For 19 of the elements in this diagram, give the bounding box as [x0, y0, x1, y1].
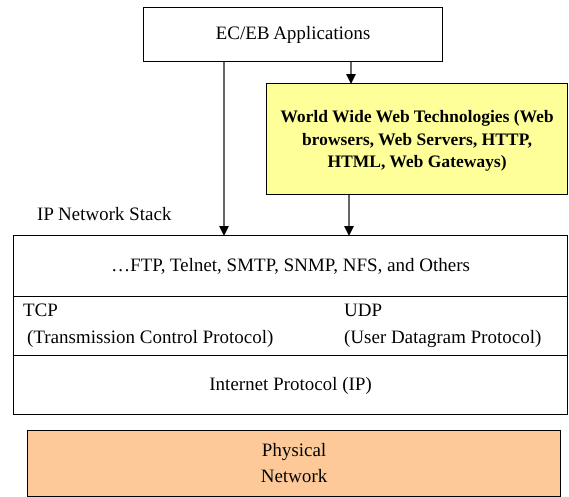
layer-row — [13, 297, 568, 356]
layer-row — [13, 235, 568, 297]
box-label: EC/EB Applications — [216, 22, 370, 46]
layer-row — [13, 356, 568, 415]
layer-label: …FTP, Telnet, SMTP, SNMP, NFS, and Others — [111, 254, 470, 278]
arrow — [219, 62, 229, 236]
arrow — [344, 195, 354, 236]
highlight-box — [266, 83, 568, 195]
layer-label: (Transmission Control Protocol) — [27, 326, 274, 350]
layer-label: (User Datagram Protocol) — [344, 326, 542, 350]
layer-label: TCP — [23, 299, 58, 323]
layer-label: UDP — [344, 299, 382, 323]
arrow — [346, 62, 356, 84]
process-box — [143, 7, 443, 62]
physical-layer-box — [27, 430, 561, 497]
stack-heading: IP Network Stack — [37, 203, 172, 227]
box-label: Physical Network — [260, 438, 328, 488]
box-label: World Wide Web Technologies (Web browsers, Web Servers, HTTP, HTML, Web Gateways) — [279, 104, 555, 174]
layer-label: Internet Protocol (IP) — [209, 372, 372, 397]
